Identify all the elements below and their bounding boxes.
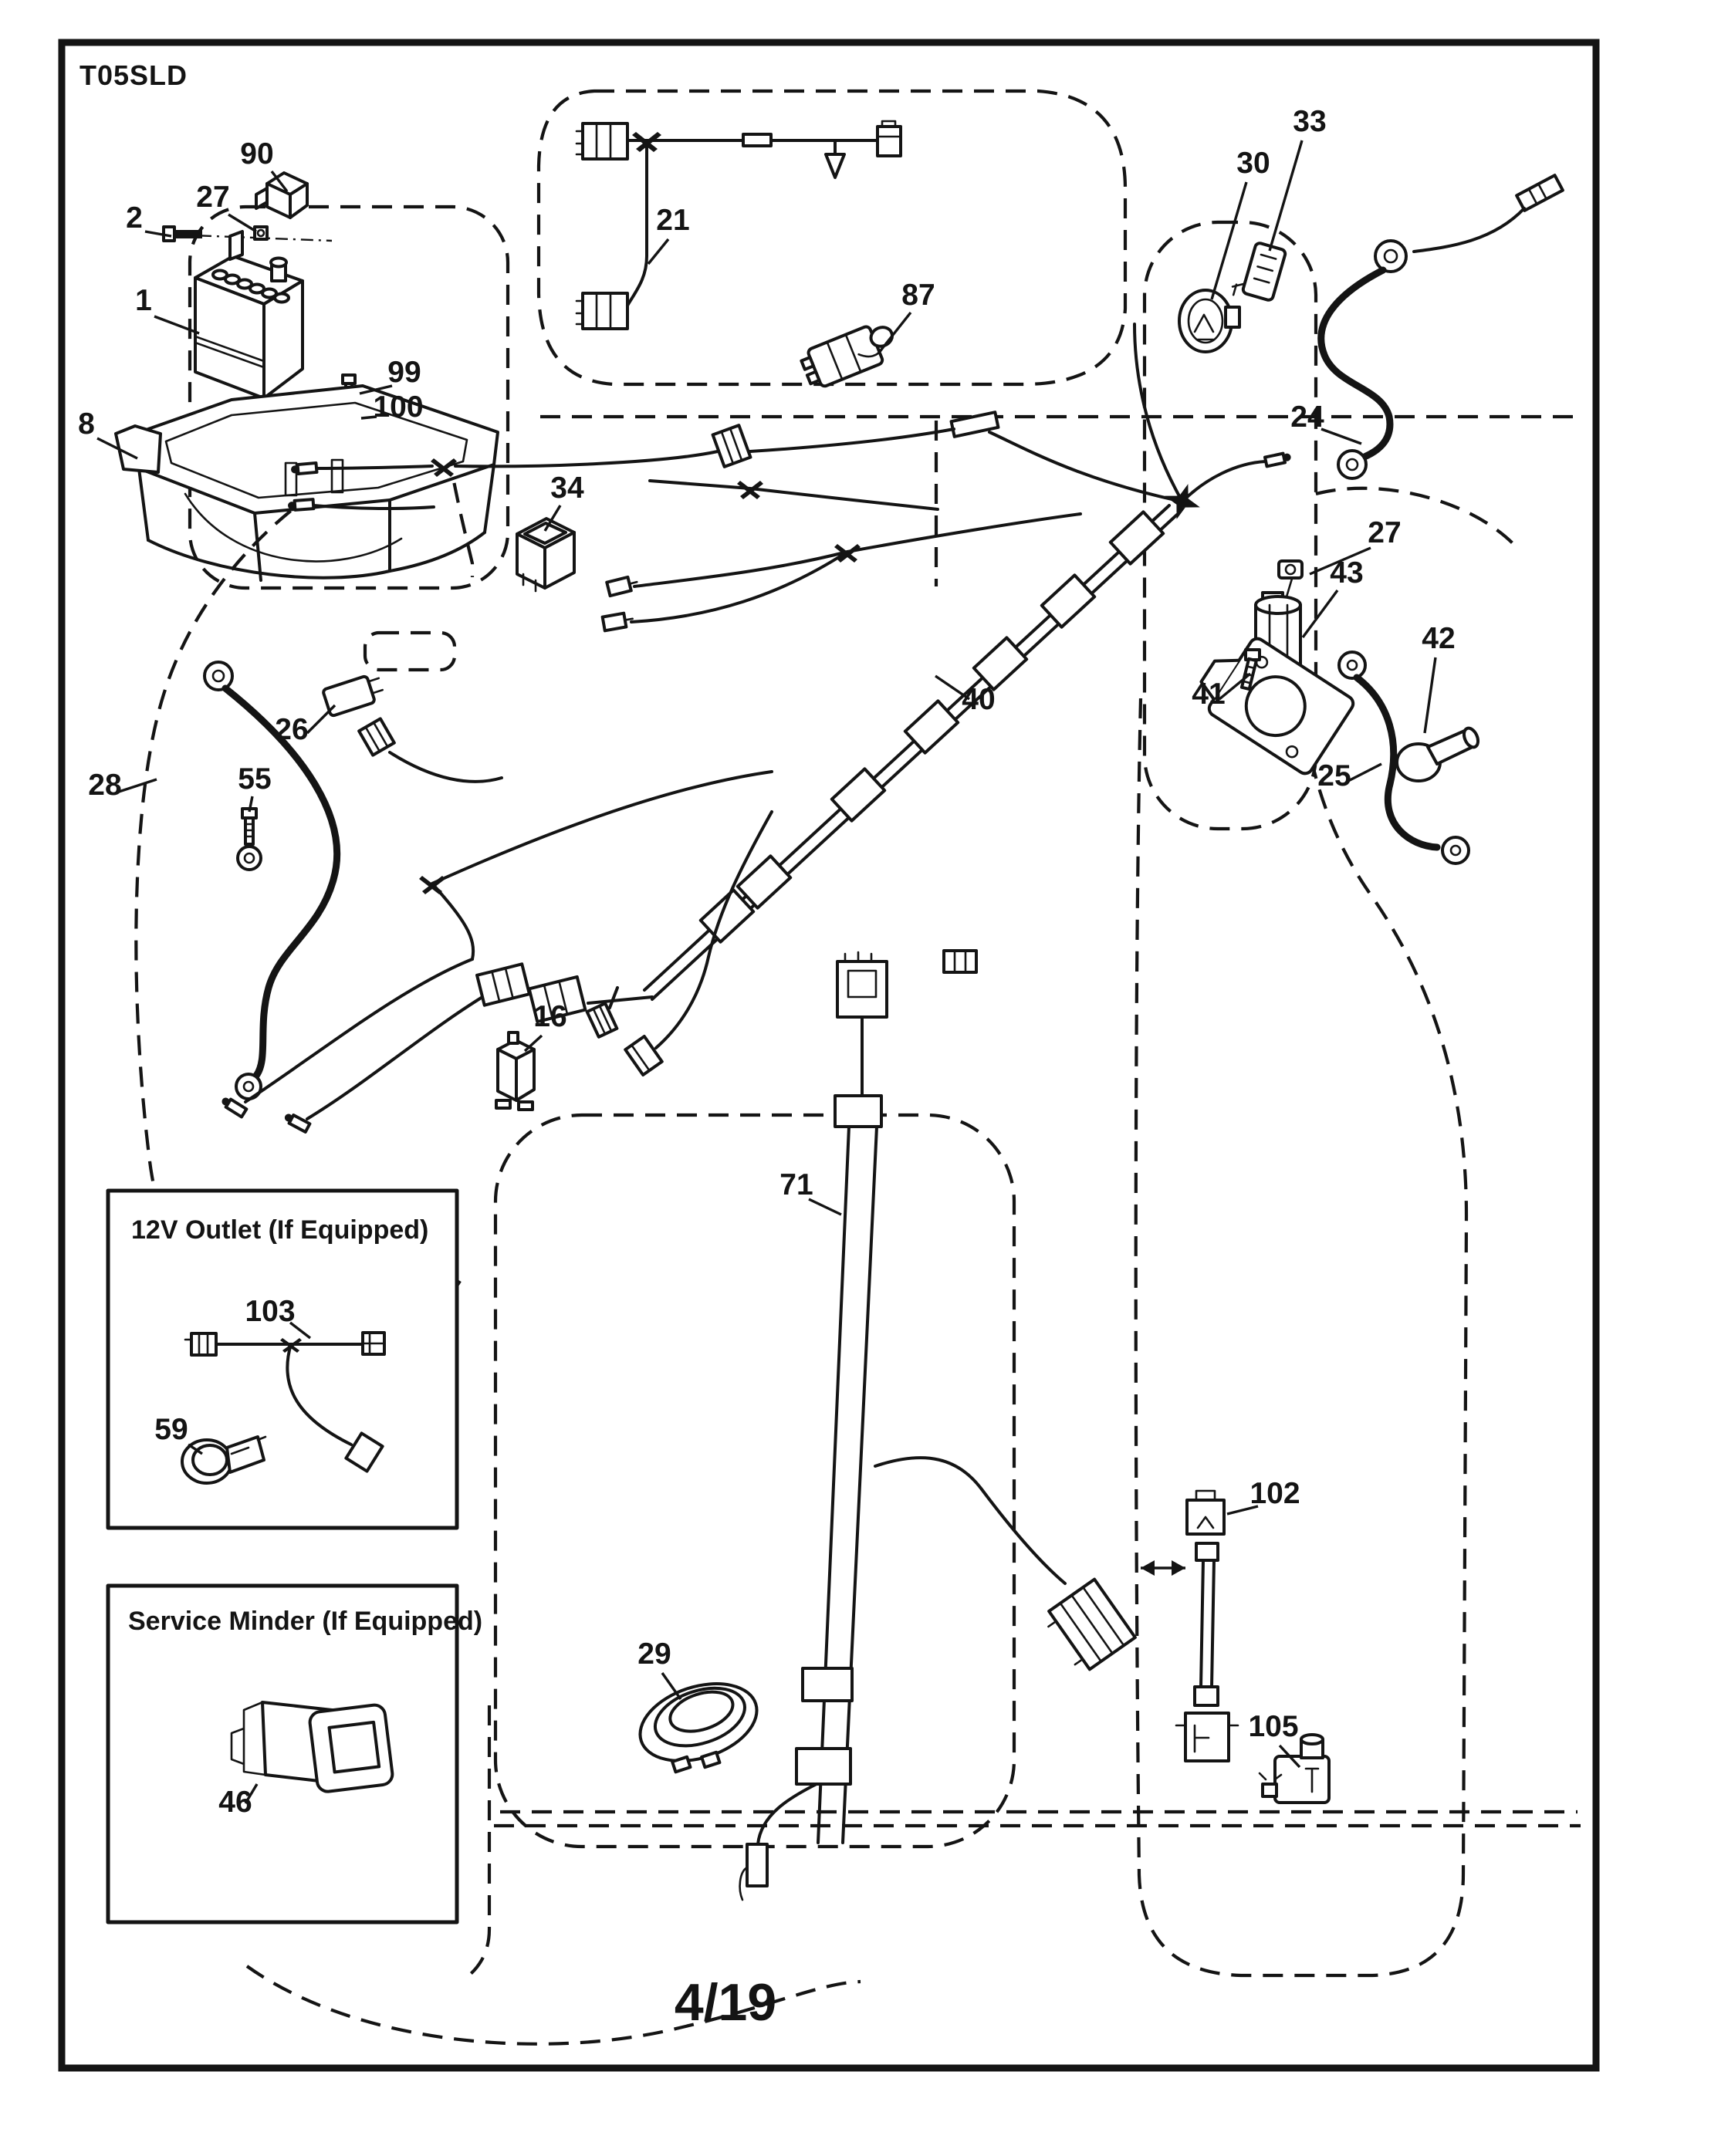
callout-leader-90 (270, 170, 289, 193)
part-callout-24: 24 (1290, 400, 1324, 434)
part-callout-1: 1 (135, 284, 152, 317)
switch-16-glyph (495, 986, 619, 1111)
callout-leader-33 (1268, 140, 1304, 252)
part-callout-16: 16 (533, 1000, 566, 1033)
service-minder-46-glyph (230, 1701, 394, 1793)
part-callout-102: 102 (1250, 1477, 1300, 1510)
part-callout-71: 71 (779, 1168, 813, 1201)
part-callout-26: 26 (275, 713, 308, 746)
part-callout-30: 30 (1236, 147, 1270, 180)
ground-cable-28-glyph (203, 661, 340, 1100)
part-callout-2: 2 (126, 201, 143, 235)
part-callout-46: 46 (218, 1786, 252, 1819)
callout-leader-27 (1309, 546, 1371, 576)
callout-leader-103 (289, 1321, 312, 1340)
callout-leader-42 (1423, 657, 1437, 734)
callout-leader-28 (118, 778, 157, 793)
callout-leader-34 (543, 505, 562, 532)
part-callout-34: 34 (550, 471, 584, 505)
part-callout-103: 103 (245, 1295, 295, 1328)
inset-12v-outlet: 12V Outlet (If Equipped) (106, 1188, 459, 1530)
part-callout-55: 55 (238, 762, 271, 796)
battery-glyph (173, 230, 333, 400)
callout-leader-55 (248, 796, 254, 813)
ground-cable-24-glyph (1317, 174, 1564, 480)
part-callout-27: 27 (1368, 516, 1401, 549)
module-33-glyph (1231, 242, 1287, 302)
callout-leader-71 (808, 1198, 842, 1216)
callout-leader-59 (188, 1443, 203, 1455)
callout-leader-46 (244, 1783, 259, 1804)
callout-leader-21 (647, 238, 670, 265)
part-callout-59: 59 (154, 1413, 188, 1446)
harness-71-glyph (739, 951, 1137, 1901)
bolt-41-glyph (1239, 648, 1261, 691)
callout-leader-87 (877, 311, 912, 355)
harness-21-glyph (575, 120, 902, 330)
part-callout-42: 42 (1422, 622, 1455, 655)
callout-leader-29 (661, 1672, 682, 1700)
callout-leader-41 (1218, 672, 1252, 701)
screw-55-glyph (236, 807, 262, 871)
callout-leader-102 (1226, 1505, 1259, 1516)
callout-leader-8 (96, 437, 138, 460)
dashed-outline-layer (134, 89, 1581, 2046)
part-callout-21: 21 (656, 204, 689, 237)
line-102-glyph (1141, 1489, 1239, 1762)
page-border (58, 39, 1600, 2072)
terminal-cover-glyph (255, 171, 309, 219)
solenoid-43-glyph (1199, 559, 1355, 776)
inset-service-minder: Service Minder (If Equipped) (106, 1583, 482, 1925)
callout-leader-105 (1278, 1744, 1301, 1769)
part-callout-33: 33 (1293, 105, 1326, 138)
callout-leader-24 (1321, 427, 1362, 445)
part-callout-99: 99 (387, 356, 421, 389)
battery-tray-glyph (114, 384, 499, 582)
callout-leader-27 (228, 213, 257, 233)
callout-leader-99 (359, 384, 393, 395)
callout-leader-43 (1301, 589, 1339, 639)
outlet-harness-103-glyph (184, 1331, 386, 1473)
part-callout-8: 8 (78, 407, 95, 441)
part-callout-105: 105 (1248, 1710, 1298, 1743)
relay-87-glyph (800, 325, 894, 388)
inset-service-minder-title: Service Minder (If Equipped) (128, 1607, 482, 1636)
ignition-switch-30-glyph (1178, 289, 1241, 353)
battery-nut-glyph (253, 225, 269, 241)
valve-105-glyph (1258, 1733, 1331, 1804)
part-callout-87: 87 (901, 279, 935, 312)
switch-34-glyph (516, 517, 576, 593)
inset-12v-outlet-title: 12V Outlet (If Equipped) (131, 1215, 428, 1245)
part-callout-25: 25 (1317, 759, 1351, 792)
part-callout-40: 40 (962, 683, 995, 716)
page-number: 4/19 (675, 1973, 776, 2032)
callout-leader-1 (154, 315, 200, 335)
part-callout-41: 41 (1192, 678, 1225, 711)
part-callout-100: 100 (373, 390, 423, 424)
part-callout-29: 29 (637, 1637, 671, 1671)
callout-leader-30 (1210, 181, 1248, 300)
part-callout-27: 27 (196, 181, 229, 214)
part-callout-28: 28 (88, 769, 121, 802)
part-callout-43: 43 (1330, 556, 1363, 590)
part-callout-90: 90 (240, 137, 273, 171)
callout-leader-16 (523, 1034, 543, 1053)
callout-leader-40 (935, 674, 970, 701)
callout-leader-2 (144, 230, 172, 238)
callout-leader-26 (306, 704, 336, 735)
battery-cable-25-glyph (1337, 651, 1470, 865)
main-harness-40-glyph (288, 323, 1291, 1076)
diagram-code: T05SLD (79, 59, 188, 91)
branch-wires-left (221, 770, 773, 1134)
horn-29-glyph (638, 1682, 759, 1774)
callout-leader-100 (360, 415, 377, 420)
boot-42-glyph (1395, 726, 1480, 782)
fuse-26-glyph (322, 674, 503, 783)
callout-leader-25 (1348, 762, 1382, 782)
